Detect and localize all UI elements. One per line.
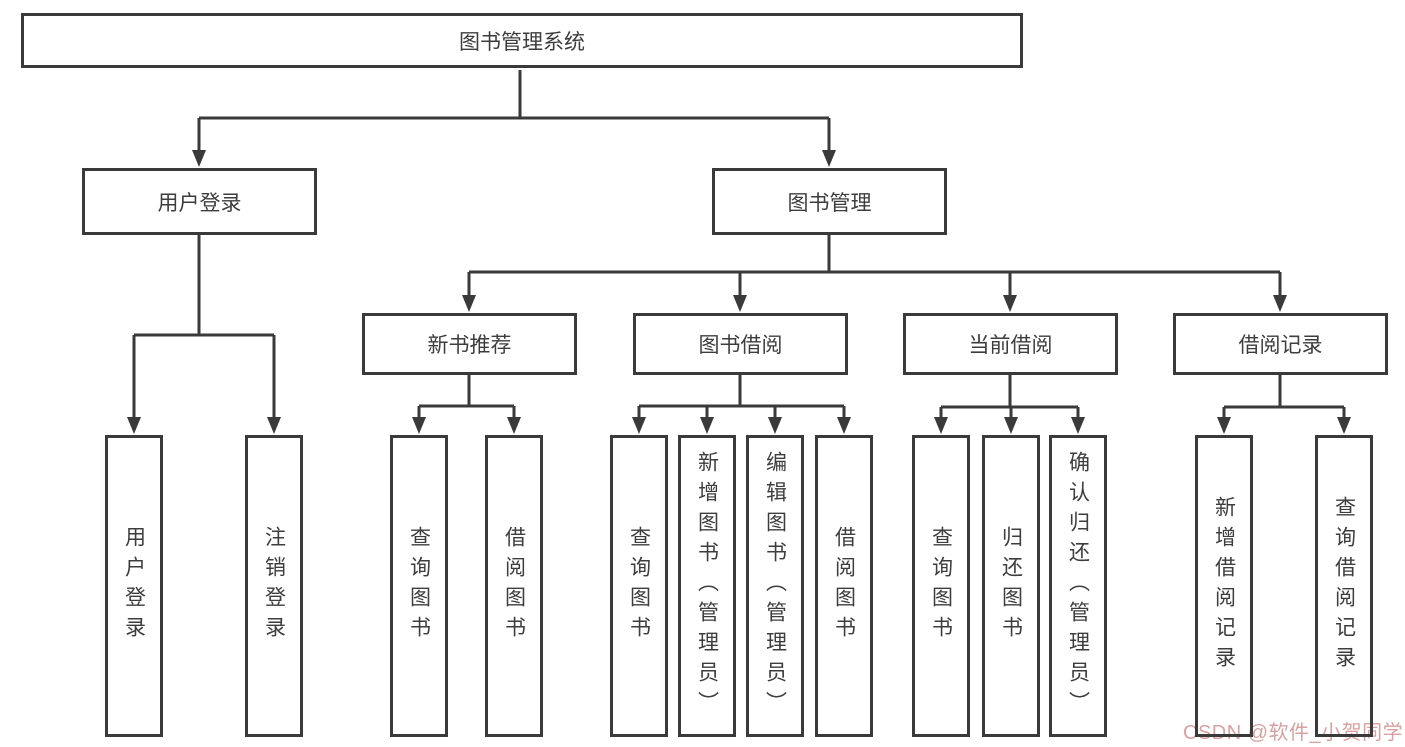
leaf-label: 新增借阅记录 [1212, 496, 1236, 676]
leaf-label: 查询借阅记录 [1332, 496, 1356, 676]
leaf-borrow-books: 借阅图书 [815, 435, 873, 737]
node-label: 图书借阅 [698, 334, 783, 357]
leaf-query-borrow-record: 查询借阅记录 [1315, 435, 1373, 737]
node-label: 借阅记录 [1238, 334, 1323, 357]
leaf-edit-book-admin: 编辑图书（管理员） [746, 435, 804, 737]
leaf-add-borrow-record: 新增借阅记录 [1195, 435, 1253, 737]
node-label: 图书管理系统 [459, 30, 585, 54]
leaf-label: 新增图书（管理员） [695, 451, 719, 721]
leaf-label: 借阅图书 [832, 526, 856, 646]
leaf-add-book-admin: 新增图书（管理员） [678, 435, 736, 737]
node-user-login: 用户登录 [82, 168, 317, 235]
leaf-label: 查询图书 [627, 526, 651, 646]
arrow-heads [127, 150, 1351, 434]
tree-edges [132, 70, 1346, 418]
node-new-book-recommend: 新书推荐 [362, 313, 577, 375]
leaf-label: 用户登录 [122, 526, 146, 646]
leaf-label: 查询图书 [407, 526, 431, 646]
leaf-label: 确认归还（管理员） [1066, 451, 1090, 721]
node-current-borrowing: 当前借阅 [903, 313, 1118, 375]
leaf-query-books-current: 查询图书 [912, 435, 970, 737]
node-book-borrowing: 图书借阅 [633, 313, 848, 375]
leaf-query-books-recommend: 查询图书 [390, 435, 448, 737]
leaf-borrow-books-recommend: 借阅图书 [485, 435, 543, 737]
leaf-confirm-return-admin: 确认归还（管理员） [1049, 435, 1107, 737]
node-label: 图书管理 [787, 191, 872, 215]
node-label: 当前借阅 [968, 334, 1053, 357]
leaf-label: 编辑图书（管理员） [763, 451, 787, 721]
node-borrowing-records: 借阅记录 [1173, 313, 1388, 375]
leaf-label: 注销登录 [262, 526, 286, 646]
node-library-management-system: 图书管理系统 [21, 13, 1023, 68]
leaf-logout: 注销登录 [245, 435, 303, 737]
leaf-return-book: 归还图书 [982, 435, 1040, 737]
csdn-watermark: CSDN @软件_小贺同学 [1183, 722, 1404, 744]
leaf-label: 查询图书 [929, 526, 953, 646]
leaf-label: 归还图书 [999, 526, 1023, 646]
node-book-management: 图书管理 [712, 168, 947, 235]
leaf-label: 借阅图书 [502, 526, 526, 646]
leaf-user-login: 用户登录 [105, 435, 163, 737]
leaf-query-books-borrow: 查询图书 [610, 435, 668, 737]
node-label: 用户登录 [157, 191, 242, 215]
node-label: 新书推荐 [427, 334, 512, 357]
